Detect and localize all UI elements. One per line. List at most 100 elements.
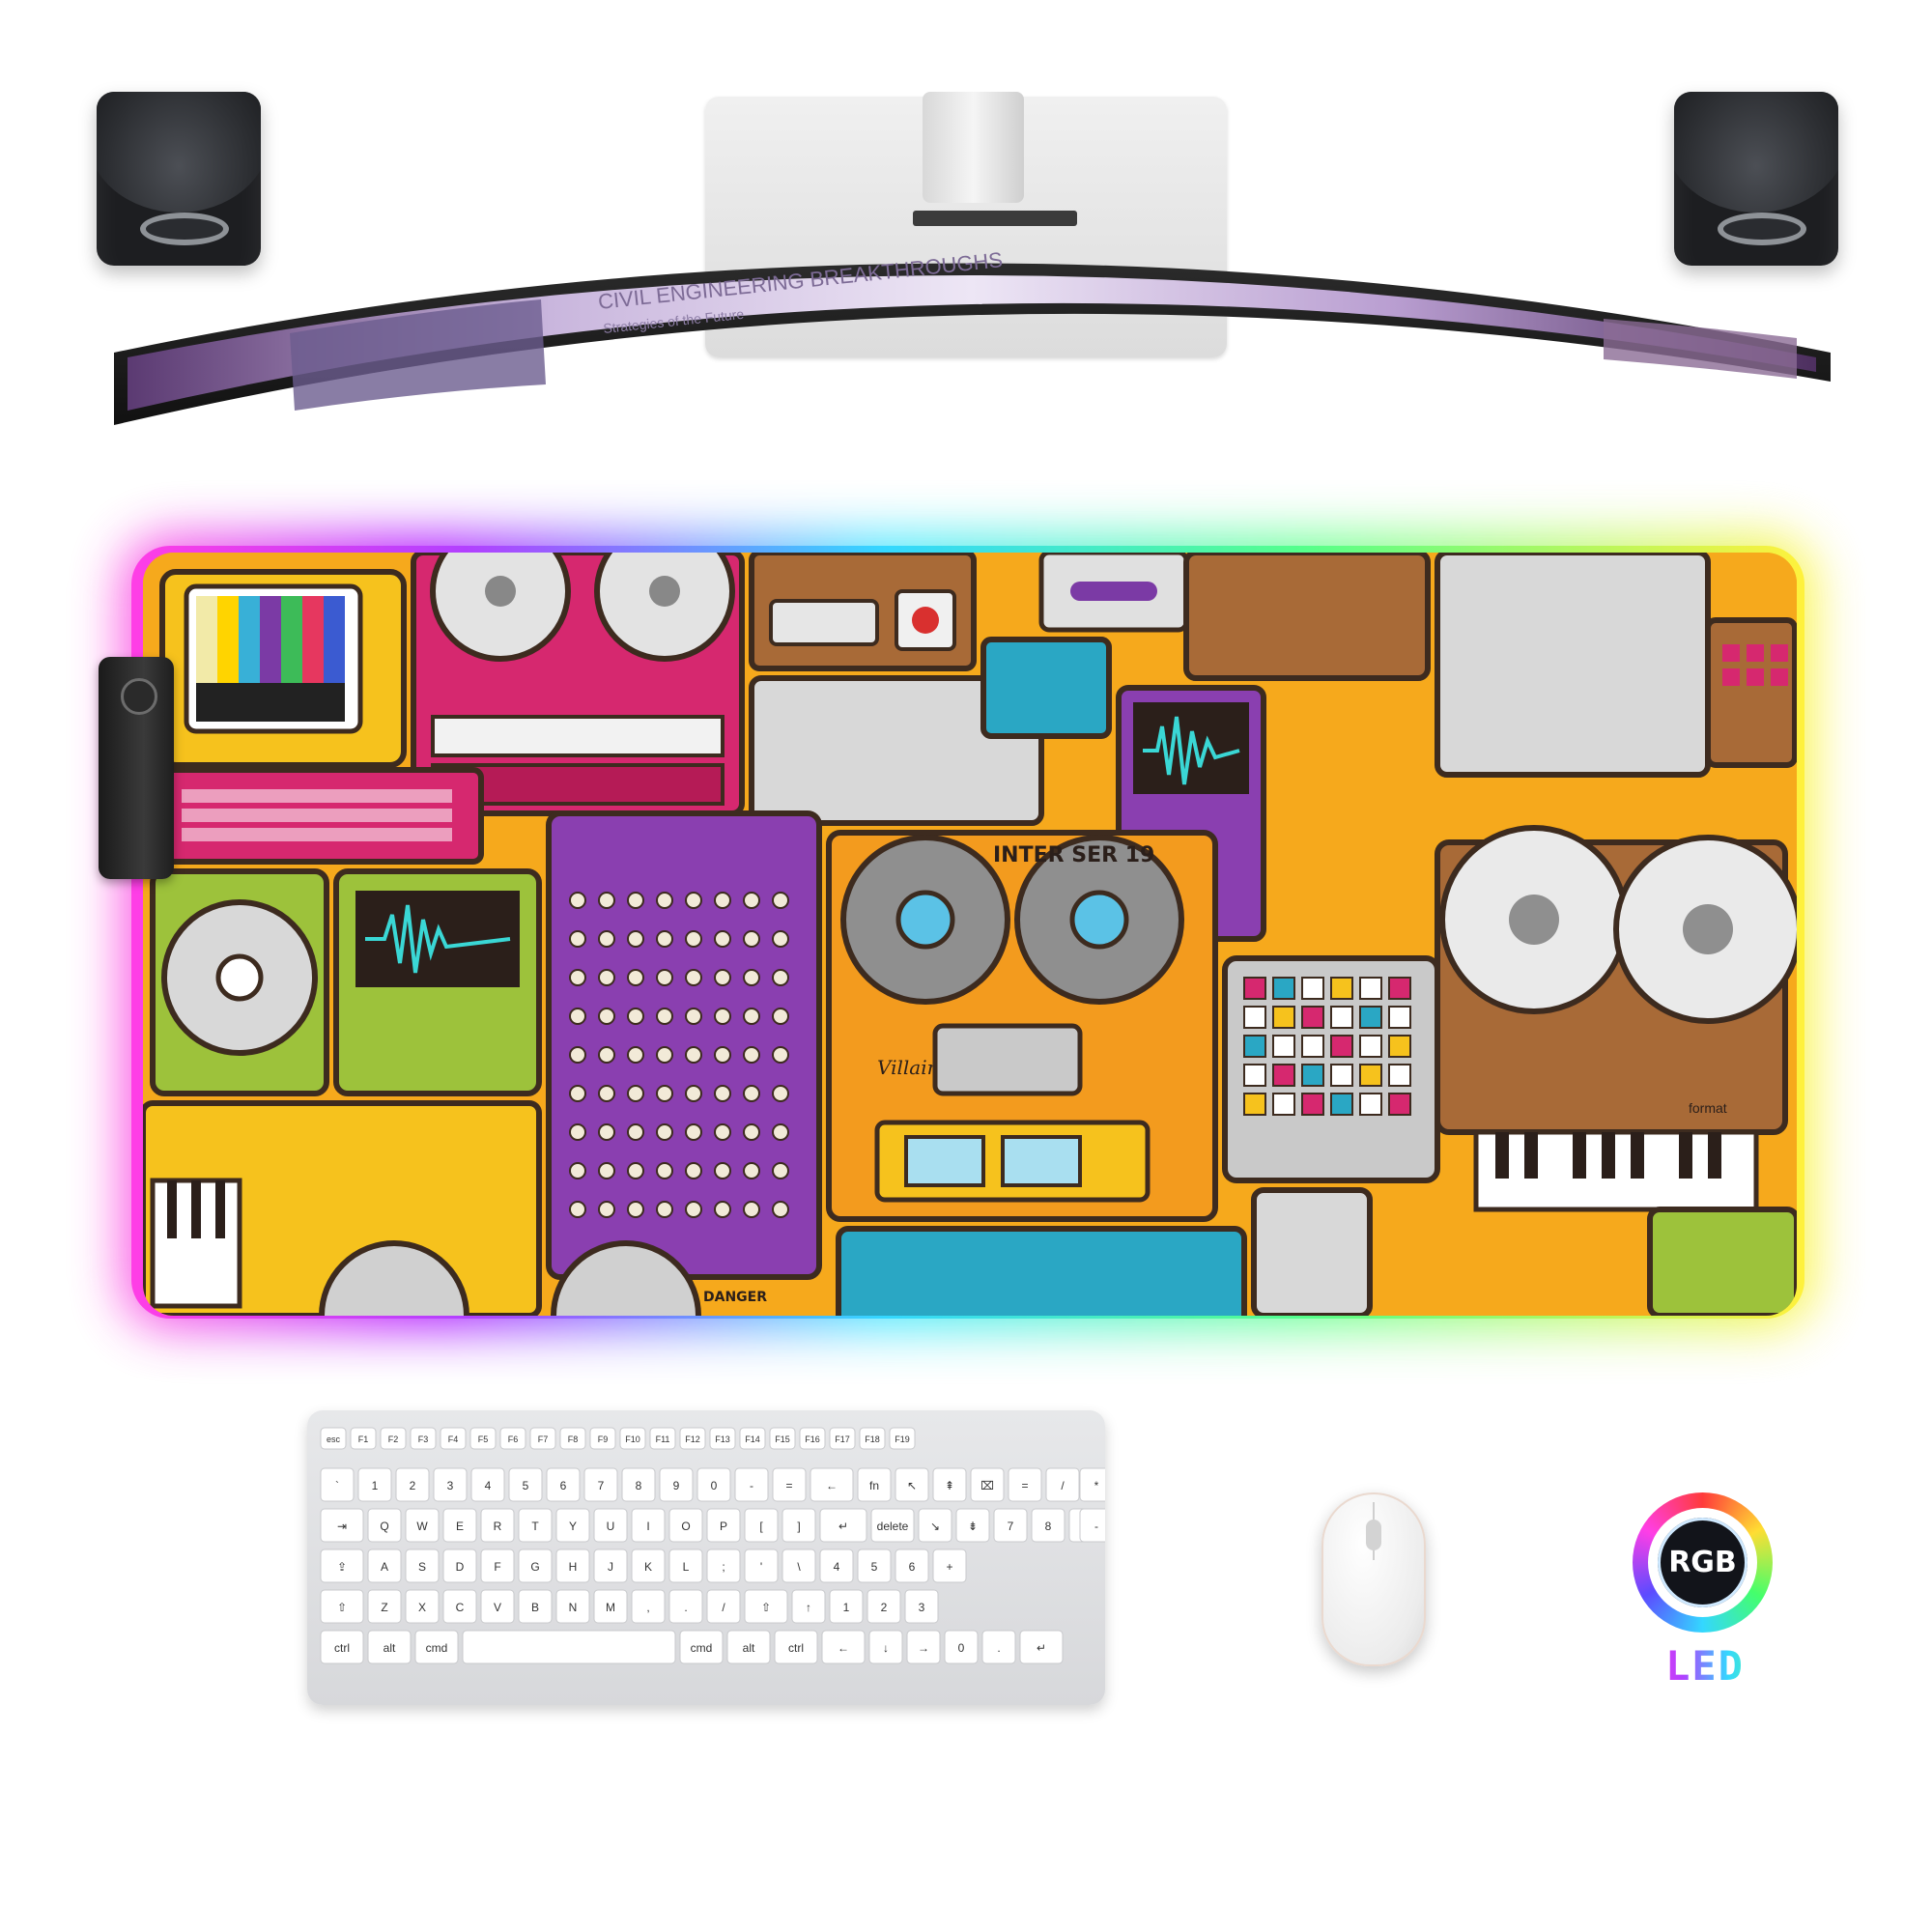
keyboard-key[interactable] xyxy=(981,1630,1016,1664)
keyboard-key[interactable] xyxy=(955,1508,990,1543)
keyboard-key[interactable] xyxy=(631,1548,666,1583)
keyboard-key[interactable] xyxy=(619,1427,646,1450)
keyboard-key[interactable] xyxy=(518,1508,553,1543)
keyboard-key[interactable] xyxy=(320,1630,364,1664)
keyboard-key[interactable] xyxy=(906,1630,941,1664)
keyboard-key[interactable] xyxy=(1008,1467,1042,1502)
keyboard-key[interactable] xyxy=(706,1548,741,1583)
keyboard-key[interactable] xyxy=(631,1508,666,1543)
keyboard-key[interactable] xyxy=(993,1508,1028,1543)
keyboard-key[interactable] xyxy=(744,1508,779,1543)
keyboard-key[interactable] xyxy=(380,1427,407,1450)
keyboard-key[interactable] xyxy=(679,1630,724,1664)
keyboard-key[interactable] xyxy=(870,1508,915,1543)
keyboard-key[interactable] xyxy=(739,1427,766,1450)
keyboard-key[interactable] xyxy=(867,1589,901,1624)
keyboard-key[interactable] xyxy=(357,1467,392,1502)
keyboard-key[interactable] xyxy=(1079,1467,1105,1502)
keyboard-key[interactable] xyxy=(593,1589,628,1624)
keyboard-key[interactable] xyxy=(546,1467,581,1502)
keyboard-key[interactable] xyxy=(480,1508,515,1543)
keyboard-key[interactable] xyxy=(829,1589,864,1624)
keyboard-key[interactable] xyxy=(744,1589,788,1624)
keyboard-key[interactable] xyxy=(895,1467,929,1502)
keyboard-key[interactable] xyxy=(821,1630,866,1664)
keyboard-key[interactable] xyxy=(659,1467,694,1502)
keyboard-key[interactable] xyxy=(668,1589,703,1624)
keyboard-key[interactable] xyxy=(518,1548,553,1583)
keyboard-key[interactable] xyxy=(631,1589,666,1624)
keyboard-key[interactable] xyxy=(555,1548,590,1583)
keyboard-key[interactable] xyxy=(819,1508,867,1543)
keyboard-key[interactable] xyxy=(410,1427,437,1450)
keyboard-key[interactable] xyxy=(320,1508,364,1543)
keyboard-key[interactable] xyxy=(918,1508,952,1543)
keyboard-key[interactable] xyxy=(470,1467,505,1502)
keyboard-key[interactable] xyxy=(508,1467,543,1502)
keyboard-key[interactable] xyxy=(320,1589,364,1624)
keyboard-key[interactable] xyxy=(367,1630,412,1664)
keyboard-key[interactable] xyxy=(583,1467,618,1502)
keyboard-key[interactable] xyxy=(970,1467,1005,1502)
keyboard-key[interactable] xyxy=(781,1508,816,1543)
keyboard-key[interactable] xyxy=(320,1427,347,1450)
keyboard-key[interactable] xyxy=(781,1548,816,1583)
keyboard-key[interactable] xyxy=(433,1467,468,1502)
keyboard-key[interactable] xyxy=(442,1589,477,1624)
keyboard-key[interactable] xyxy=(1079,1508,1105,1543)
keyboard-key[interactable] xyxy=(559,1427,586,1450)
keyboard-key[interactable] xyxy=(944,1630,979,1664)
keyboard-key[interactable] xyxy=(791,1589,826,1624)
keyboard-key[interactable] xyxy=(593,1548,628,1583)
keyboard-key[interactable] xyxy=(769,1427,796,1450)
keyboard-key[interactable] xyxy=(829,1427,856,1450)
keyboard-key[interactable] xyxy=(529,1427,556,1450)
keyboard-key[interactable] xyxy=(668,1508,703,1543)
keyboard-key[interactable] xyxy=(1019,1630,1064,1664)
power-button-icon[interactable] xyxy=(121,678,157,715)
keyboard-key[interactable] xyxy=(462,1630,676,1664)
keyboard-key[interactable] xyxy=(859,1427,886,1450)
keyboard-key[interactable] xyxy=(774,1630,818,1664)
keyboard-key[interactable] xyxy=(726,1630,771,1664)
keyboard-key[interactable] xyxy=(696,1467,731,1502)
keyboard-key[interactable] xyxy=(442,1508,477,1543)
keyboard-key[interactable] xyxy=(499,1427,526,1450)
keyboard-key[interactable] xyxy=(367,1589,402,1624)
keyboard-key[interactable] xyxy=(932,1467,967,1502)
keyboard-key[interactable] xyxy=(734,1467,769,1502)
keyboard-key[interactable] xyxy=(405,1548,440,1583)
keyboard-key[interactable] xyxy=(442,1548,477,1583)
keyboard-key[interactable] xyxy=(744,1548,779,1583)
keyboard-key[interactable] xyxy=(1031,1508,1065,1543)
keyboard-key[interactable] xyxy=(555,1589,590,1624)
keyboard-key[interactable] xyxy=(679,1427,706,1450)
keyboard-key[interactable] xyxy=(649,1427,676,1450)
keyboard-key[interactable] xyxy=(555,1508,590,1543)
keyboard-key[interactable] xyxy=(589,1427,616,1450)
keyboard-key[interactable] xyxy=(857,1548,892,1583)
keyboard-key[interactable] xyxy=(395,1467,430,1502)
keyboard-key[interactable] xyxy=(895,1548,929,1583)
keyboard-key[interactable] xyxy=(621,1467,656,1502)
keyboard-key[interactable] xyxy=(367,1548,402,1583)
keyboard-key[interactable] xyxy=(414,1630,459,1664)
keyboard-key[interactable] xyxy=(889,1427,916,1450)
keyboard-key[interactable] xyxy=(706,1508,741,1543)
keyboard-key[interactable] xyxy=(440,1427,467,1450)
keyboard-key[interactable] xyxy=(320,1548,364,1583)
keyboard-key[interactable] xyxy=(706,1589,741,1624)
keyboard-key[interactable] xyxy=(405,1589,440,1624)
keyboard-key[interactable] xyxy=(819,1548,854,1583)
keyboard-key[interactable] xyxy=(868,1630,903,1664)
keyboard-key[interactable] xyxy=(810,1467,854,1502)
keyboard-key[interactable] xyxy=(709,1427,736,1450)
keyboard-key[interactable] xyxy=(518,1589,553,1624)
keyboard-key[interactable] xyxy=(772,1467,807,1502)
keyboard-key[interactable] xyxy=(367,1508,402,1543)
keyboard-key[interactable] xyxy=(932,1548,967,1583)
keyboard-key[interactable] xyxy=(405,1508,440,1543)
keyboard-key[interactable] xyxy=(799,1427,826,1450)
keyboard-key[interactable] xyxy=(857,1467,892,1502)
keyboard-key[interactable] xyxy=(320,1467,355,1502)
